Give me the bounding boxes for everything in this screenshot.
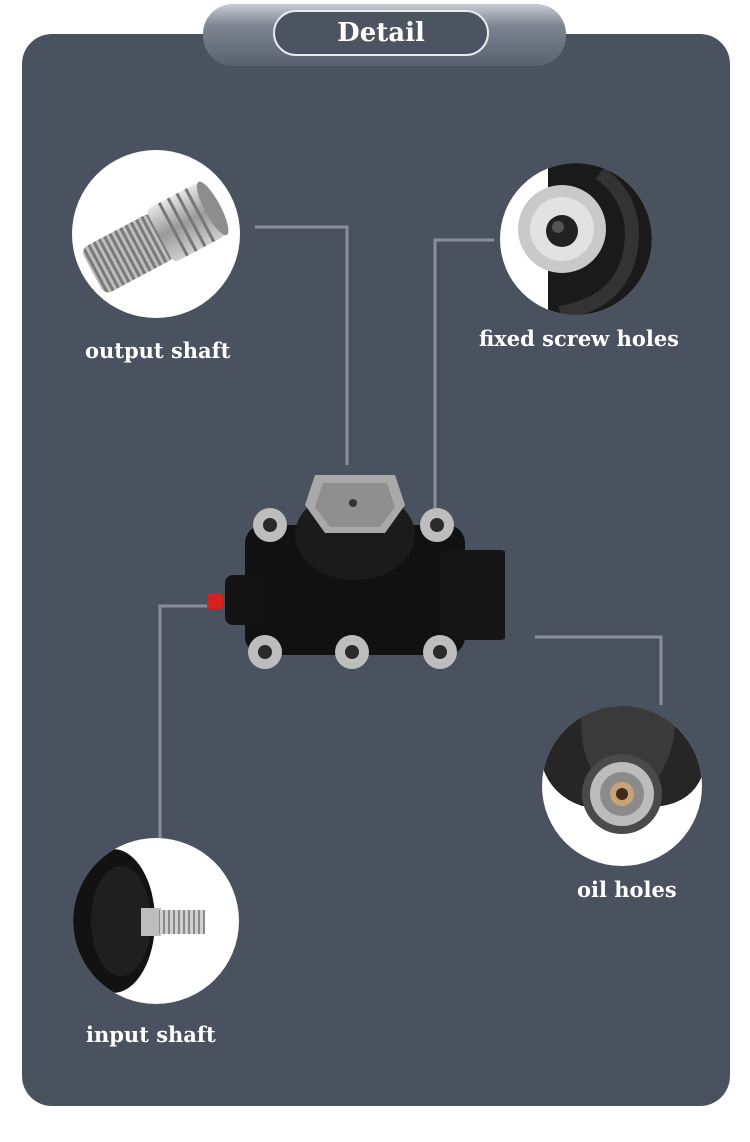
output-shaft-photo-icon [83,181,229,293]
leader-line-screw-holes [433,238,494,515]
output-shaft-label: output shaft [85,338,231,363]
input-shaft-circle [73,838,239,1004]
page-title: Detail [273,10,489,56]
output-shaft-circle [72,150,240,318]
screw-hole-photo-icon [518,163,652,315]
screw-holes-circle [500,163,652,315]
steering-gearbox-photo-icon [207,475,505,669]
leader-line-input-shaft [158,604,208,838]
screw-holes-label: fixed screw holes [479,326,680,351]
oil-holes-label: oil holes [577,877,677,902]
leader-line-oil-holes [535,635,663,705]
oil-hole-photo-icon [542,706,702,834]
leader-line-output-shaft [255,225,349,465]
input-shaft-photo-icon [73,849,205,993]
input-shaft-label: input shaft [86,1022,216,1047]
oil-holes-circle [542,706,702,866]
